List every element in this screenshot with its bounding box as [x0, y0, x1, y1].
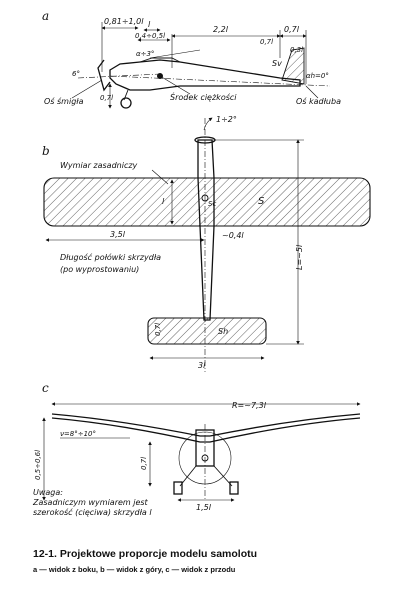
prop-axis-leader — [71, 79, 103, 99]
note-heading: Uwaga: — [33, 488, 63, 497]
dim-l-label: l — [148, 20, 151, 29]
wing-angle-ref — [149, 49, 201, 59]
dim-wing-pos-label: 0,4÷0,5l — [135, 32, 165, 40]
wing-area-label: S — [258, 196, 265, 207]
dim-gear-front-label: 0,7l — [140, 457, 148, 470]
wheel-side — [120, 97, 132, 109]
dim-fin-h-label: 0,7l — [260, 38, 273, 46]
figure-caption-subtitle: a — widok z boku, b — widok z góry, c — … — [33, 565, 236, 574]
fuselage-top — [197, 139, 215, 321]
sc-label: Sc — [208, 200, 216, 208]
dim-half-span-label: 3,5l — [110, 230, 126, 239]
side-view: a 0,81÷1,0l l 0,4÷0,5l 2,2l 0,7l α÷3° Sv… — [42, 9, 341, 109]
wheel-front-left — [173, 481, 183, 495]
note-line-3: szerokość (cięciwa) skrzydła l — [33, 508, 152, 517]
dim-tail-top-label: 0,7l — [284, 25, 300, 34]
dim-nose-label: 0,81÷1,0l — [104, 17, 144, 26]
airplane-model-diagram: a 0,81÷1,0l l 0,4÷0,5l 2,2l 0,7l α÷3° Sv… — [34, 9, 371, 512]
half-span-note-2: (po wyprostowaniu) — [60, 265, 139, 274]
angle-tail-label: αh=0° — [306, 72, 329, 80]
prop-angle-arc — [203, 117, 213, 131]
dihedral-label: ν=8°÷10° — [60, 430, 96, 438]
panel-label-a: a — [42, 9, 49, 23]
front-view: c R=~7,3l 0,5÷0,6l ν=8°÷10° 1,5l 0,7l — [34, 381, 361, 512]
sc-marker — [201, 194, 209, 202]
tail-fin — [281, 47, 305, 85]
gear-right — [213, 465, 233, 487]
dim-tail-span-label: 3l — [198, 361, 206, 370]
cg-leader — [159, 75, 191, 95]
tail-area-label: Sh — [218, 327, 228, 336]
note-line-2: Zasadniczym wymiarem jest — [33, 498, 148, 507]
prop-angle-label: 1÷2° — [216, 115, 237, 124]
dim-track-label: 1,5l — [196, 503, 212, 512]
angle-wing-label: α÷3° — [136, 50, 154, 58]
wheel-front-right — [229, 481, 239, 495]
dim-length-label: L=~5l — [295, 244, 304, 270]
prop-axis-label: Oś śmigła — [44, 96, 84, 106]
design-note: Uwaga: Zasadniczym wymiarem jest szeroko… — [33, 488, 152, 518]
panel-label-c: c — [42, 381, 49, 395]
dim-chord-label: l — [162, 197, 165, 206]
fin-area-label: Sv — [272, 59, 282, 68]
gear-left — [179, 465, 197, 487]
dim-radius-label: R=~7,3l — [232, 401, 267, 410]
fuselage-axis-leader — [305, 85, 319, 99]
chord-leader — [151, 169, 169, 185]
angle-prop-label: 6° — [72, 70, 80, 78]
top-view: b 1÷2° S Wymiar zasadniczy l Sc 3,5l ~0,… — [42, 115, 371, 372]
dim-fuselage-label: 2,2l — [213, 25, 229, 34]
fuselage-side — [109, 59, 301, 91]
spinner — [201, 454, 209, 462]
dim-tail-chord-label: 0,7l — [154, 323, 162, 336]
wing-front-upper — [51, 413, 361, 437]
dim-height-label: 0,5÷0,6l — [34, 450, 42, 480]
wing-front-lower — [51, 417, 361, 443]
main-wing — [43, 177, 371, 227]
propeller-side — [97, 59, 111, 92]
panel-label-b: b — [42, 144, 50, 158]
fuselage-axis-label: Oś kadłuba — [296, 96, 341, 106]
figure-caption-title: 12-1. Projektowe proporcje modelu samolo… — [33, 548, 258, 560]
fuselage-axis-line — [109, 75, 331, 87]
dim-offset-label: ~0,4l — [222, 231, 244, 240]
dim-gear-label: 0,7l — [100, 94, 113, 102]
prop-axis-line — [77, 73, 161, 79]
half-span-note-1: Długość połówki skrzydła — [60, 252, 161, 262]
chord-label: Wymiar zasadniczy — [60, 161, 138, 170]
dim-fin-w-label: 0,3l — [290, 46, 303, 54]
wing-side — [139, 57, 181, 63]
horizontal-tail — [147, 317, 267, 345]
cg-label: Środek ciężkości — [170, 91, 237, 102]
